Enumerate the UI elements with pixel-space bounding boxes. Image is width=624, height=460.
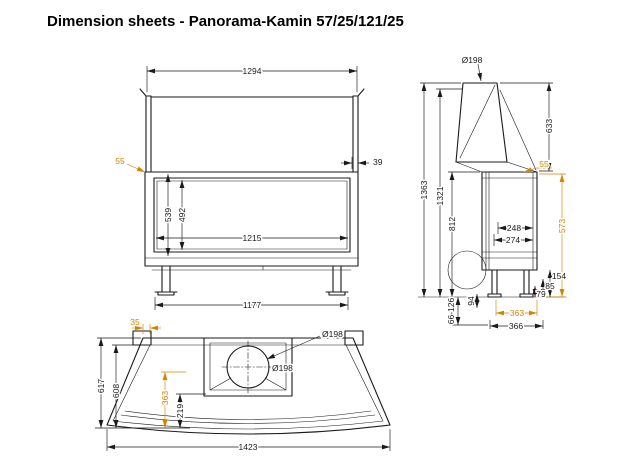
dim-front-width-feet: 1177 [154, 297, 349, 312]
side-blower-circle [447, 250, 487, 290]
dim-plan-width-total: 1423 [106, 429, 391, 454]
dim-front-height-opening: 492 [176, 180, 189, 250]
dim-label: 39 [373, 157, 383, 167]
dim-front-glass-edge: 39 [341, 156, 384, 169]
plan-flue-box [203, 337, 293, 397]
dim-label: 274 [506, 235, 520, 245]
front-glass-outline [139, 88, 365, 173]
dim-plan-offset-side: 35 [129, 316, 161, 334]
dim-label: 35 [130, 317, 140, 327]
dim-height-body: 1321 [434, 88, 463, 297]
dim-label: 79 [536, 289, 546, 299]
dim-label: 1294 [243, 66, 262, 76]
dim-leader [266, 335, 321, 360]
dim-side-offset-glass: 55 [523, 158, 552, 173]
dim-ext-lines [142, 324, 151, 334]
dim-plan-depth-back: 219 [174, 393, 206, 428]
dim-label: 85 [545, 281, 555, 291]
page-title: Dimension sheets - Panorama-Kamin 57/25/… [47, 13, 404, 30]
dim-label: 219 [175, 404, 185, 418]
dim-label: 633 [544, 119, 554, 133]
dim-height-total: 1363 [418, 82, 461, 297]
side-view: Ø198 633 55 1363 1321 812 [418, 54, 569, 333]
dim-height-firebox: 812 [446, 171, 480, 297]
dim-side-flue-diameter: Ø198 [460, 54, 484, 82]
dim-front-height-glass: 539 [162, 174, 175, 256]
front-feet [154, 265, 349, 296]
dim-leader [477, 63, 482, 82]
dim-plan-depth-inner: 608 [110, 344, 148, 428]
dim-label: 812 [447, 217, 457, 231]
dim-label: 363 [510, 308, 524, 318]
dim-label: 55 [115, 156, 125, 166]
dim-label: 248 [507, 223, 521, 233]
dim-label: 94 [466, 296, 476, 306]
dim-side-flue-height: 633 [500, 82, 556, 172]
front-body-detail [144, 180, 359, 271]
dim-ext-lines [500, 82, 553, 172]
side-legs [487, 269, 534, 298]
dim-side-depth-opening: 248 [497, 222, 533, 235]
dim-label: 66-126 [446, 297, 456, 324]
plan-flue-box-inner [209, 342, 287, 391]
dim-label: 366 [509, 321, 523, 331]
dim-ext-lines [95, 337, 190, 429]
dim-plan-depth-total: 617 [95, 337, 190, 429]
dim-label: 154 [552, 271, 566, 281]
dim-plan-flue-diameter-center-label: Ø198 [272, 363, 293, 373]
dim-side-base-c: 79 [532, 286, 547, 301]
plan-inner-outline [112, 344, 384, 430]
side-body-outline [481, 171, 538, 271]
dim-label: Ø198 [462, 55, 483, 65]
dim-label: 539 [163, 208, 173, 222]
dim-label: 617 [96, 379, 106, 393]
dim-label: 608 [111, 384, 121, 398]
plan-side-brackets [132, 330, 364, 346]
front-view: 1294 539 492 1215 55 39 1177 [114, 65, 384, 312]
dim-label: 1177 [243, 300, 262, 310]
dim-side-outlet-offset: 94 [465, 294, 480, 308]
dim-front-width-top: 1294 [146, 65, 358, 92]
dim-label: 573 [557, 219, 567, 233]
plan-view: 35 Ø198 Ø198 617 608 363 219 [95, 316, 391, 454]
dim-front-width-opening: 1215 [156, 232, 348, 245]
dim-plan-depth-firebox: 363 [159, 371, 186, 428]
dim-side-base-a: 154 [547, 270, 568, 297]
dim-front-offset-glass: 55 [114, 155, 146, 173]
dim-side-depth-frame: 363 [495, 300, 538, 320]
dim-label: 55 [539, 159, 549, 169]
dim-side-base-b: 85 [540, 279, 556, 297]
dim-side-height-frame: 573 [539, 173, 569, 298]
dim-label: 1423 [239, 442, 258, 452]
dim-plan-flue-diameter-leader: Ø198 [266, 328, 345, 360]
dim-leader [126, 163, 146, 173]
dim-label: Ø198 [322, 329, 343, 339]
front-body-outline [144, 171, 359, 267]
dim-leader [523, 167, 552, 173]
dim-label: 1363 [419, 180, 429, 199]
dim-label: 1215 [243, 233, 262, 243]
side-body-detail [481, 171, 538, 271]
dim-label: 492 [177, 208, 187, 222]
plan-flue-centerlines [221, 340, 275, 394]
plan-glass-arcs [120, 410, 376, 424]
dim-label: 1321 [435, 186, 445, 205]
dim-side-leg-range: 66-126 [445, 296, 488, 326]
dim-side-depth-base: 366 [489, 320, 544, 333]
side-flue-detail [455, 84, 538, 173]
dim-side-depth-glass: 274 [493, 234, 533, 247]
dim-label: 363 [160, 391, 170, 405]
